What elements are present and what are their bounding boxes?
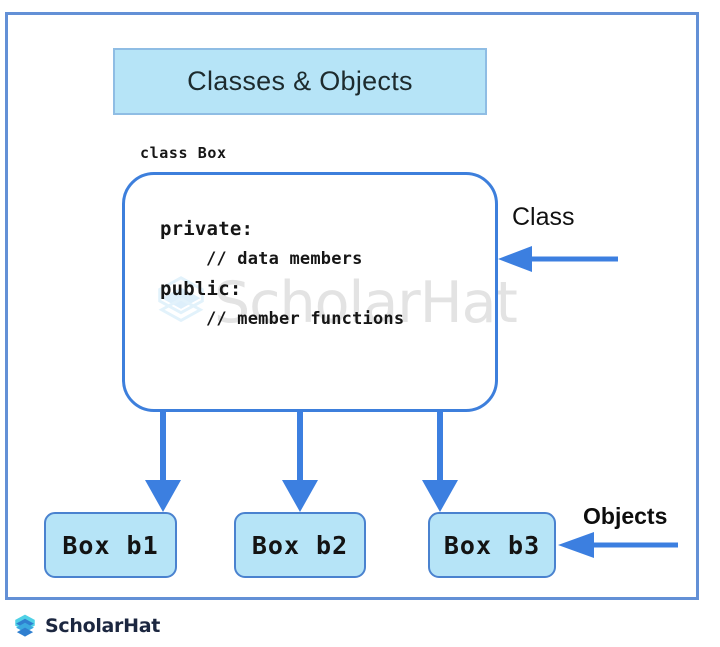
class-to-objects-connectors <box>145 410 458 512</box>
object-box-label: Box b2 <box>251 530 349 560</box>
object-box-b1[interactable]: Box b1 <box>44 512 177 578</box>
object-box-b3[interactable]: Box b3 <box>428 512 556 578</box>
class-line-member-functions: // member functions <box>206 309 405 329</box>
class-annotation-arrow-icon <box>498 246 618 272</box>
object-box-b2[interactable]: Box b2 <box>234 512 366 578</box>
objects-annotation-label: Objects <box>583 503 668 529</box>
footer-brand-text: ScholarHat <box>45 615 161 637</box>
scholarhat-logo-icon <box>15 614 35 637</box>
class-annotation-label: Class <box>512 203 575 231</box>
class-line-private: private: <box>160 218 254 240</box>
page-title: Classes & Objects <box>187 66 413 96</box>
objects-annotation-arrow-icon <box>558 532 678 558</box>
class-line-public: public: <box>160 278 242 300</box>
class-source-lines: private: // data members public: // memb… <box>160 218 404 338</box>
object-box-label: Box b1 <box>62 530 159 560</box>
footer-brand: ScholarHat <box>12 613 160 639</box>
object-box-label: Box b3 <box>443 530 541 560</box>
header-banner: Classes & Objects <box>113 48 487 115</box>
class-caption: class Box <box>140 144 227 162</box>
class-body-box <box>122 172 498 412</box>
class-line-data-members: // data members <box>206 249 363 269</box>
